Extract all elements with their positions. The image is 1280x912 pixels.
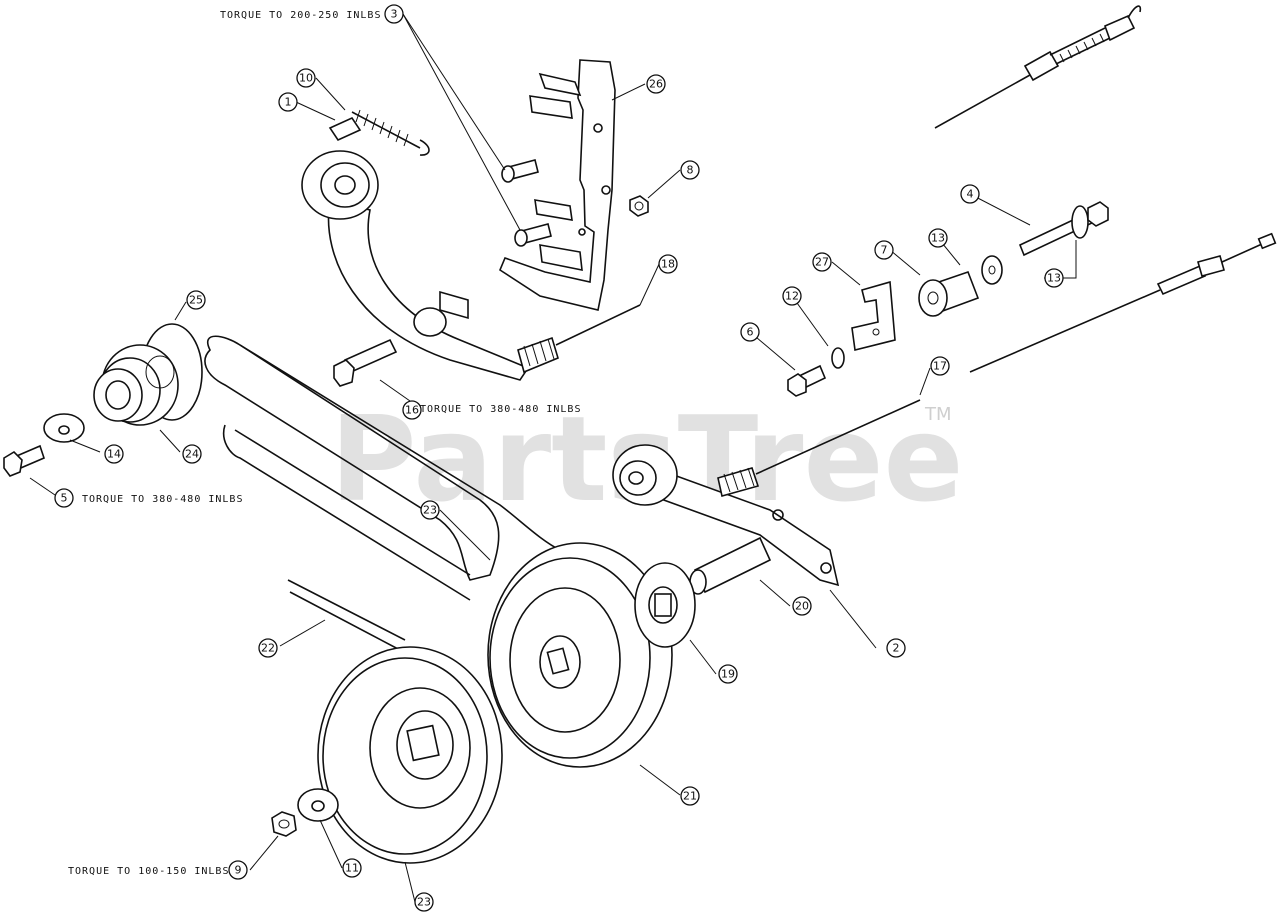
- svg-text:25: 25: [189, 294, 203, 307]
- callout-12: 12: [782, 286, 802, 306]
- svg-text:5: 5: [61, 492, 68, 505]
- svg-text:20: 20: [795, 600, 809, 613]
- svg-text:4: 4: [967, 188, 974, 201]
- svg-text:6: 6: [747, 326, 754, 339]
- svg-text:24: 24: [185, 448, 199, 461]
- spacer-7: [918, 270, 980, 317]
- svg-text:27: 27: [815, 256, 829, 269]
- flange-19: [634, 562, 696, 648]
- drive-belt: [204, 335, 561, 601]
- right-control-cable: [969, 232, 1277, 373]
- nut-8: [629, 195, 649, 217]
- callout-17: 17: [930, 356, 950, 376]
- callout-19: 19: [718, 664, 738, 684]
- shaft-20: [689, 536, 772, 595]
- washer-13-inner: [981, 255, 1003, 285]
- svg-text:14: 14: [107, 448, 121, 461]
- torque-note-5: TORQUE TO 380-480 INLBS: [82, 494, 243, 505]
- pulley-21: [487, 542, 673, 768]
- svg-text:23: 23: [417, 896, 431, 909]
- control-bracket: [499, 59, 616, 311]
- idler-arm-lower: [612, 399, 921, 587]
- callout-18: 18: [658, 254, 678, 274]
- svg-text:13: 13: [931, 232, 945, 245]
- torque-note-3: TORQUE TO 200-250 INLBS: [220, 10, 381, 21]
- svg-text:7: 7: [881, 244, 888, 257]
- callout-14: 14: [104, 444, 124, 464]
- callout-1: 1: [278, 92, 298, 112]
- watermark-trademark: TM: [924, 404, 952, 425]
- callout-24: 24: [182, 444, 202, 464]
- washer-14: [43, 413, 85, 443]
- callout-9: 9: [228, 860, 248, 880]
- callout-3: 3: [384, 4, 404, 24]
- callout-13b: 13: [1044, 268, 1064, 288]
- callout-11: 11: [342, 858, 362, 878]
- drive-pulley-24: [93, 323, 203, 426]
- callout-23a: 23: [420, 500, 440, 520]
- torque-notes: TORQUE TO 200-250 INLBS TORQUE TO 380-48…: [68, 10, 581, 877]
- callout-2: 2: [886, 638, 906, 658]
- callout-16: 16: [402, 400, 422, 420]
- bolt-4: [1018, 201, 1109, 257]
- svg-text:19: 19: [721, 668, 735, 681]
- torque-note-9: TORQUE TO 100-150 INLBS: [68, 866, 229, 877]
- svg-text:3: 3: [391, 8, 398, 21]
- svg-text:26: 26: [649, 78, 663, 91]
- svg-text:9: 9: [235, 864, 242, 877]
- bolt-16: [333, 338, 398, 387]
- callout-13a: 13: [928, 228, 948, 248]
- svg-text:13: 13: [1047, 272, 1061, 285]
- svg-text:11: 11: [345, 862, 359, 875]
- svg-text:17: 17: [933, 360, 947, 373]
- callout-23b: 23: [414, 892, 434, 912]
- nut-9: [271, 811, 297, 837]
- washer-12: [831, 347, 845, 369]
- callout-8: 8: [680, 160, 700, 180]
- svg-text:21: 21: [683, 790, 697, 803]
- svg-text:18: 18: [661, 258, 675, 271]
- callout-7: 7: [874, 240, 894, 260]
- svg-text:22: 22: [261, 642, 275, 655]
- torque-note-16: TORQUE TO 380-480 INLBS: [420, 404, 581, 415]
- bracket-27: [851, 280, 896, 351]
- svg-text:16: 16: [405, 404, 419, 417]
- callout-6: 6: [740, 322, 760, 342]
- bolt-6: [787, 364, 827, 397]
- callout-26: 26: [646, 74, 666, 94]
- svg-text:10: 10: [299, 72, 313, 85]
- callout-22: 22: [258, 638, 278, 658]
- callout-27: 27: [812, 252, 832, 272]
- callout-25: 25: [186, 290, 206, 310]
- upper-control-cable: [934, 5, 1142, 129]
- callout-10: 10: [296, 68, 316, 88]
- svg-text:12: 12: [785, 290, 799, 303]
- svg-text:8: 8: [687, 164, 694, 177]
- svg-text:2: 2: [893, 642, 900, 655]
- leader-lines: [29, 13, 1077, 903]
- idler-arm-upper: [301, 109, 641, 381]
- washer-11: [297, 788, 339, 822]
- svg-text:1: 1: [285, 96, 292, 109]
- svg-text:23: 23: [423, 504, 437, 517]
- bolts-3: [501, 159, 552, 247]
- bolt-5: [3, 444, 45, 477]
- callout-21: 21: [680, 786, 700, 806]
- callout-5: 5: [54, 488, 74, 508]
- pulley-23: [317, 646, 503, 864]
- callout-4: 4: [960, 184, 980, 204]
- callout-20: 20: [792, 596, 812, 616]
- belt-22: [287, 579, 406, 651]
